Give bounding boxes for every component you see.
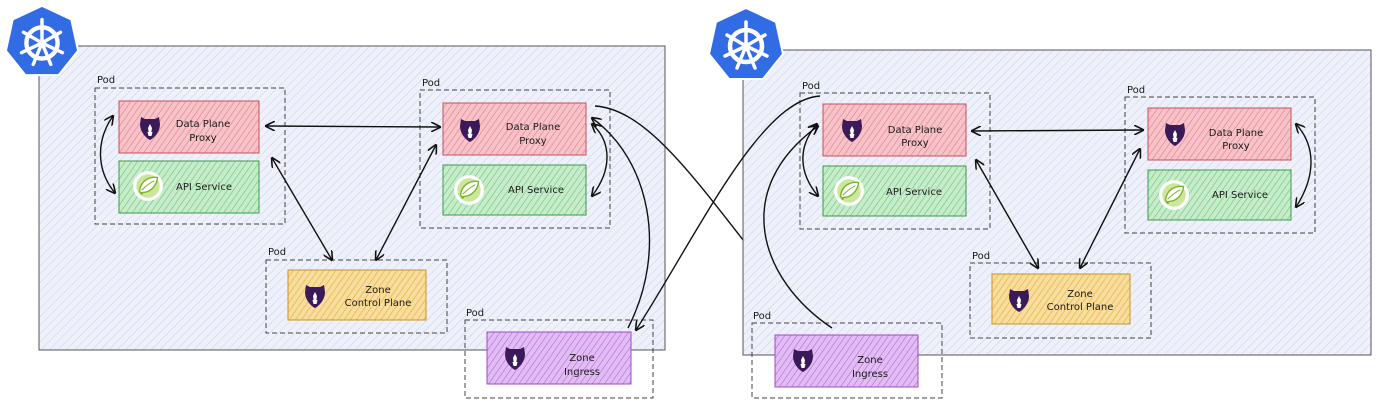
pod-1: Pod Data Plane Proxy API Service	[94, 75, 286, 225]
pod-label: Pod	[802, 81, 820, 92]
arrow-ingress-proxy	[592, 118, 651, 329]
control-plane-label-line1: Zone	[365, 285, 390, 296]
arrow-ingress-proxy	[763, 126, 833, 329]
api-service-label: API Service	[176, 182, 232, 193]
pod-label: Pod	[972, 251, 990, 262]
ingress-label-line2: Ingress	[564, 367, 600, 378]
control-plane-label-line2: Control Plane	[345, 298, 412, 309]
ingress-label-line1: Zone	[569, 353, 594, 364]
control-plane-label-line1: Zone	[1067, 289, 1092, 300]
ingress-label-line2: Ingress	[852, 369, 888, 380]
kubernetes-helm-icon	[709, 8, 783, 79]
pod-label: Pod	[97, 75, 115, 86]
proxy-label-line1: Data Plane	[176, 119, 230, 130]
pod-label: Pod	[268, 247, 286, 258]
proxy-label-line2: Proxy	[189, 133, 216, 144]
cluster-2: Pod Data Plane Proxy API Service Pod Dat…	[636, 8, 1372, 399]
api-service-label: API Service	[1212, 190, 1268, 201]
arrow-proxy-service	[99, 116, 115, 193]
spring-leaf-icon	[833, 175, 865, 207]
control-plane-pod: Pod Zone Control Plane	[265, 247, 448, 334]
proxy-label-line2: Proxy	[901, 138, 928, 149]
arrow-proxy-controlplane	[976, 160, 1038, 268]
ingress-pod: Pod Zone Ingress	[751, 311, 943, 399]
api-service-label: API Service	[886, 187, 942, 198]
arrow-proxy-to-remote-ingress	[636, 95, 821, 330]
arrow-proxy-controlplane	[376, 145, 436, 260]
spring-leaf-icon	[1158, 179, 1190, 211]
ingress-label-line1: Zone	[857, 355, 882, 366]
proxy-label-line1: Data Plane	[1209, 128, 1263, 139]
pod-label: Pod	[422, 78, 440, 89]
spring-leaf-icon	[453, 174, 485, 206]
proxy-label-line2: Proxy	[1222, 141, 1249, 152]
proxy-label-line1: Data Plane	[506, 122, 560, 133]
pod-label: Pod	[1127, 85, 1145, 96]
proxy-label-line1: Data Plane	[888, 125, 942, 136]
pod-2: Pod Data Plane Proxy API Service	[419, 78, 611, 229]
arrow-proxy-service	[1296, 124, 1312, 207]
cluster-1: Pod Data Plane Proxy API Service Pod Dat…	[6, 6, 810, 399]
pod-label: Pod	[753, 311, 771, 322]
pod-label: Pod	[466, 308, 484, 319]
api-service-label: API Service	[508, 185, 564, 196]
arrow-proxy-proxy	[972, 130, 1143, 131]
control-plane-label-line2: Control Plane	[1047, 302, 1114, 313]
arrow-proxy-controlplane	[1080, 149, 1140, 268]
pod-1: Pod Data Plane Proxy API Service	[799, 81, 991, 230]
arrow-proxy-service	[592, 124, 608, 196]
kubernetes-helm-icon	[6, 6, 78, 75]
cluster-2-connections	[636, 95, 1312, 330]
arrow-proxy-proxy	[266, 126, 440, 127]
ingress-pod: Pod Zone Ingress	[464, 308, 654, 399]
proxy-label-line2: Proxy	[519, 136, 546, 147]
arrow-proxy-controlplane	[272, 158, 332, 260]
spring-leaf-icon	[132, 170, 164, 202]
